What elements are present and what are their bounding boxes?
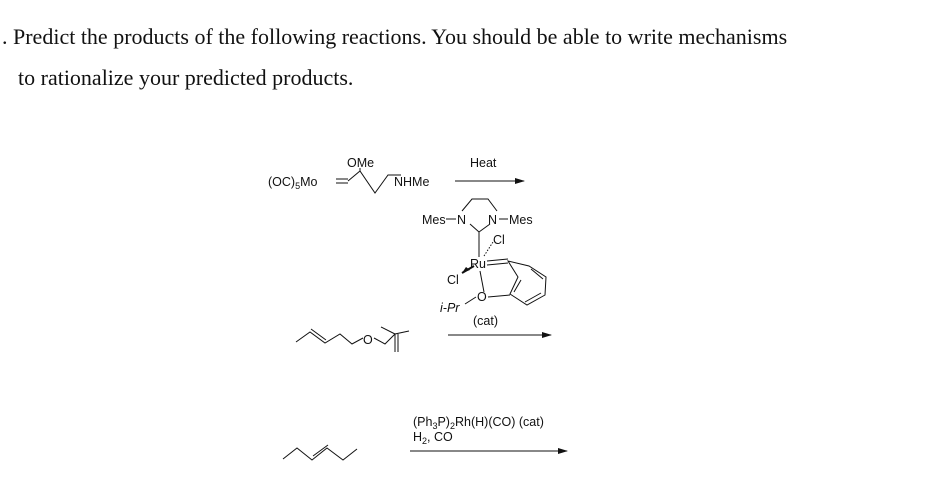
- chelate-o: O: [477, 290, 487, 304]
- alkene-substrate: [282, 444, 358, 461]
- nhc-n-right: N: [488, 213, 497, 227]
- reaction-3: (Ph3P)2Rh(H)(CO) (cat) H2, CO: [282, 415, 568, 461]
- question-line-1: . Predict the products of the following …: [2, 24, 788, 49]
- hydrogen-co-label: H2, CO: [413, 430, 453, 446]
- ru-cl-top: Cl: [493, 233, 505, 247]
- rh-catalyst-label: (Ph3P)2Rh(H)(CO) (cat): [413, 415, 544, 431]
- nhc-mes-right: Mes: [509, 213, 533, 227]
- question-text: . Predict the products of the following …: [0, 16, 910, 98]
- ru-label: Ru: [470, 257, 486, 271]
- allyl-ether-substrate: [295, 326, 410, 352]
- cat-label-2: (cat): [473, 314, 498, 328]
- substrate-oxygen: O: [363, 333, 373, 347]
- carbene-double-bond: [336, 178, 348, 184]
- reaction-2: Mes N N Mes Cl Ru Cl O i-Pr (cat): [295, 198, 552, 352]
- mo-complex-label: (OC)5Mo: [268, 175, 318, 191]
- heat-label: Heat: [470, 156, 497, 170]
- ru-cl-bottom: Cl: [447, 273, 459, 287]
- reaction-1: (OC)5Mo OMe NHMe Heat: [268, 156, 525, 194]
- ome-label: OMe: [347, 156, 374, 170]
- nhc-n-left: N: [457, 213, 466, 227]
- nhc-mes-left: Mes: [422, 213, 446, 227]
- question-line-2: to rationalize your predicted products.: [18, 65, 354, 90]
- benzylidene-ring: [506, 260, 547, 306]
- nhme-label: NHMe: [394, 175, 429, 189]
- alkyl-chain: [347, 170, 401, 194]
- nhc-ring: [461, 198, 498, 233]
- ipr-label: i-Pr: [440, 301, 460, 315]
